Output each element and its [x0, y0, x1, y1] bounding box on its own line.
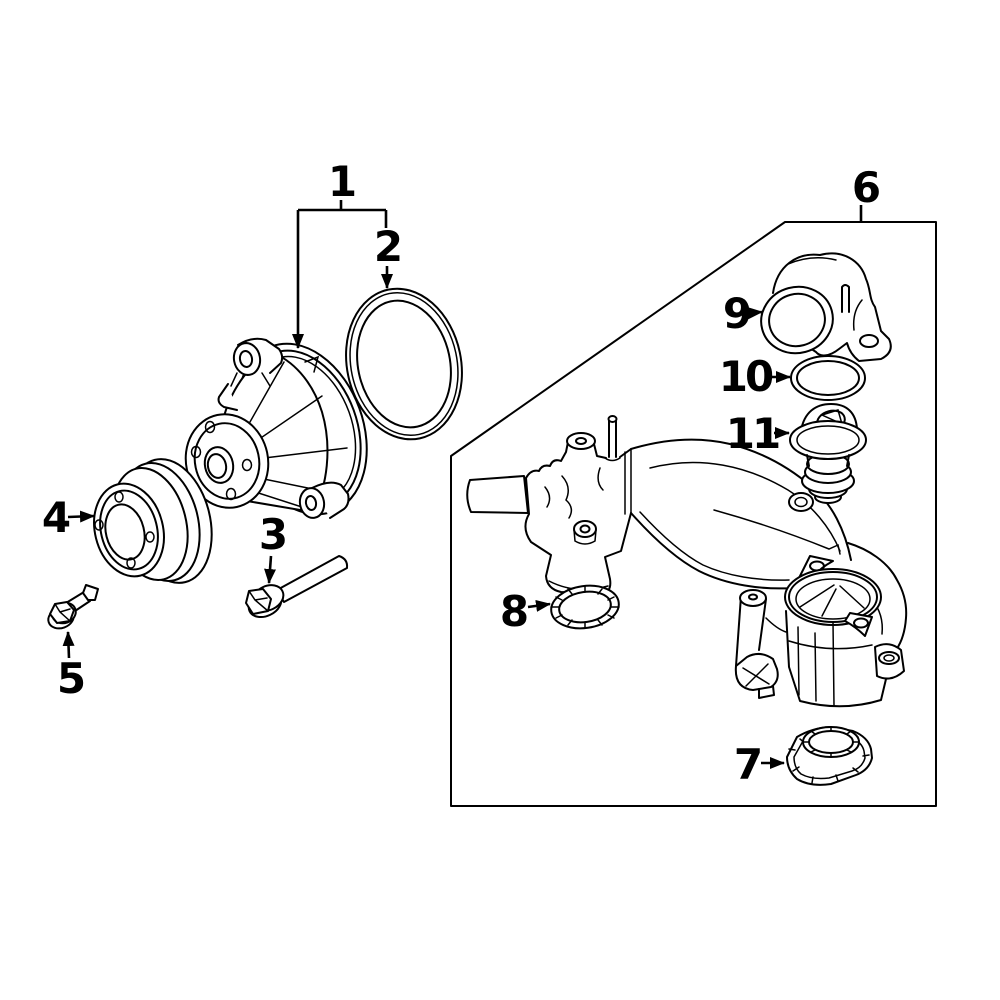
housing-top-boss — [566, 432, 596, 450]
left-foot — [734, 653, 779, 691]
thermostat-seat — [784, 555, 882, 637]
callout-label-8: 8 — [500, 587, 527, 636]
pump-bolt — [245, 555, 349, 619]
callout-labels: 1 2 3 4 5 6 7 8 9 10 11 — [42, 157, 882, 789]
inlet-tube — [466, 475, 529, 514]
thermostat — [789, 403, 867, 504]
pump-side-bracket — [217, 383, 238, 411]
pulley-bolt — [47, 584, 99, 630]
group-box-outline — [450, 221, 937, 807]
pump-gasket-ring — [345, 287, 463, 441]
callout-1-bracket — [298, 200, 388, 228]
callout-label-11: 11 — [726, 409, 779, 458]
water-outlet — [760, 252, 892, 362]
callout-label-10: 10 — [719, 352, 773, 401]
housing-lower-boss — [573, 520, 597, 538]
crossover-seal-ring — [550, 584, 620, 630]
callout-label-4: 4 — [42, 493, 70, 542]
callout-5-arrow — [62, 631, 75, 659]
callout-4-arrow — [67, 510, 95, 523]
callout-label-6: 6 — [852, 163, 879, 212]
callout-label-2: 2 — [374, 222, 400, 271]
pump-bottom-ear — [298, 481, 350, 519]
housing-gasket — [786, 726, 873, 786]
bleed-pin — [604, 415, 621, 462]
callout-label-1: 1 — [328, 157, 355, 206]
pump-top-ear — [230, 337, 284, 387]
callout-3-arrow — [264, 555, 277, 584]
water-pump — [184, 337, 368, 519]
callout-label-9: 9 — [723, 289, 750, 338]
callout-lines — [62, 200, 863, 769]
outlet-o-ring — [790, 355, 866, 401]
callout-label-7: 7 — [734, 740, 760, 789]
coolant-crossover-pipe — [466, 415, 908, 708]
housing-base — [734, 589, 905, 708]
callout-label-5: 5 — [57, 654, 84, 703]
callout-label-3: 3 — [259, 510, 285, 559]
pulley — [93, 458, 213, 584]
callout-8-arrow — [527, 599, 551, 612]
callout-9-arrow — [747, 307, 763, 320]
pump-flange — [184, 413, 270, 509]
